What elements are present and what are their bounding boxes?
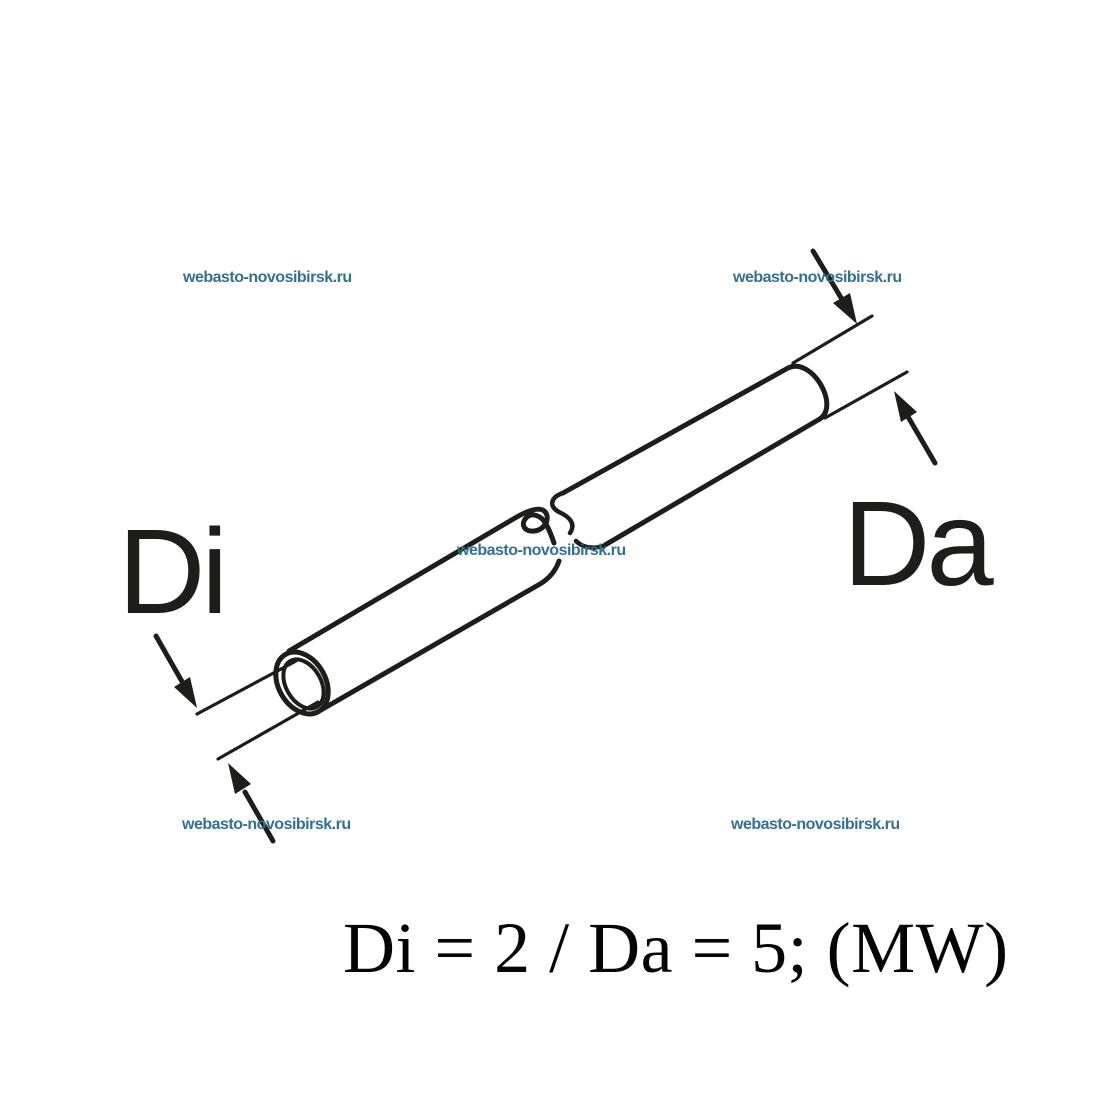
di-dimension-lines (195, 659, 320, 761)
watermark-top-right: webasto-novosibirsk.ru (733, 269, 902, 286)
watermark-bottom-left: webasto-novosibirsk.ru (182, 816, 351, 833)
da-dimension-line-lower (823, 370, 909, 420)
da-arrow-lower (894, 391, 938, 466)
tube-upper-section (550, 363, 830, 550)
di-arrow-lower (228, 763, 276, 844)
tube-lower-lower-edge (318, 558, 562, 713)
tube-break-squiggle (550, 490, 606, 550)
dimension-caption: Di = 2 / Da = 5; (MW) (343, 908, 1009, 988)
di-arrow-upper (153, 633, 197, 708)
di-dimension-line-lower (216, 700, 320, 761)
da-arrow-upper (810, 248, 857, 324)
watermark-center: webasto-novosibirsk.ru (457, 542, 626, 559)
watermark-top-left: webasto-novosibirsk.ru (183, 269, 352, 286)
di-arrow-upper-head (174, 677, 197, 708)
da-arrow-upper-head (833, 293, 857, 324)
inner-diameter-label: Di (118, 503, 228, 639)
di-arrow-lower-head (228, 763, 251, 794)
tube-lower-upper-edge (286, 506, 557, 654)
tube-upper-outline (560, 363, 830, 548)
da-arrow-lower-head (894, 391, 917, 422)
tube-open-end-inner-ellipse (281, 657, 326, 711)
di-dimension-line-upper (195, 659, 298, 716)
da-dimension-line-upper (791, 314, 874, 365)
tube-open-end-outer-ellipse (273, 649, 331, 717)
watermark-bottom-right: webasto-novosibirsk.ru (731, 816, 900, 833)
tube-lower-section (273, 506, 562, 717)
outer-diameter-label: Da (843, 475, 994, 611)
da-dimension-lines (791, 314, 909, 420)
